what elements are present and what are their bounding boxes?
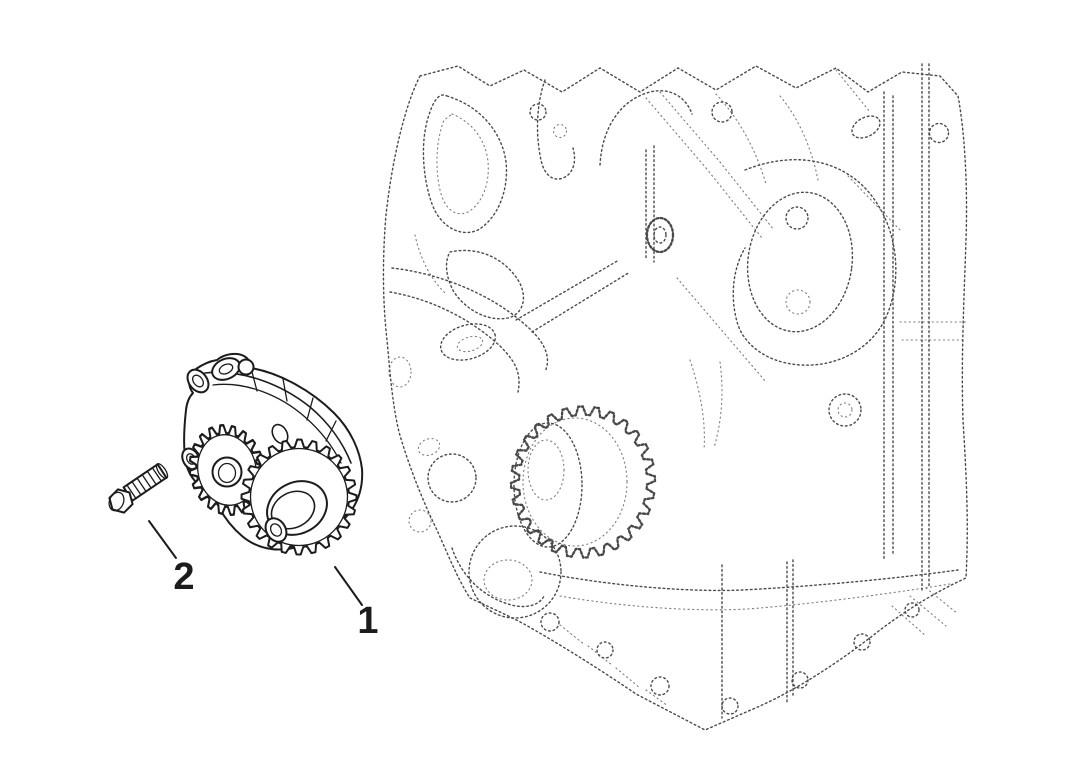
casting-rib-curves (388, 145, 767, 451)
bolt-head (108, 488, 134, 514)
oil-pump-assembly (181, 352, 364, 556)
lower-hub-bosses (408, 438, 562, 619)
callout-1: 1 (327, 556, 379, 642)
pump-shaft-boss (264, 517, 288, 543)
callout-1-arrowhead (327, 556, 338, 569)
kidney-cutout (422, 94, 508, 234)
mounting-bolt (108, 463, 169, 514)
oil-pan-flange (451, 547, 959, 719)
callout-2: 2 (148, 520, 195, 598)
callout-2-leader (148, 520, 177, 559)
engine-block-sketch (380, 60, 972, 732)
callout-1-label: 1 (357, 600, 378, 642)
timing-gear (509, 405, 657, 559)
halftone-noise (380, 60, 972, 732)
callout-2-label: 2 (173, 556, 194, 598)
callout-1-leader (334, 566, 363, 606)
bolt-head-face (108, 491, 125, 512)
idler-horseshoe-boss (732, 159, 897, 427)
block-right-edge-lines (883, 63, 969, 591)
block-outline (382, 65, 968, 731)
upper-cover-details (529, 69, 950, 239)
bolt-threads (126, 468, 162, 499)
bolt-tip (155, 463, 169, 479)
